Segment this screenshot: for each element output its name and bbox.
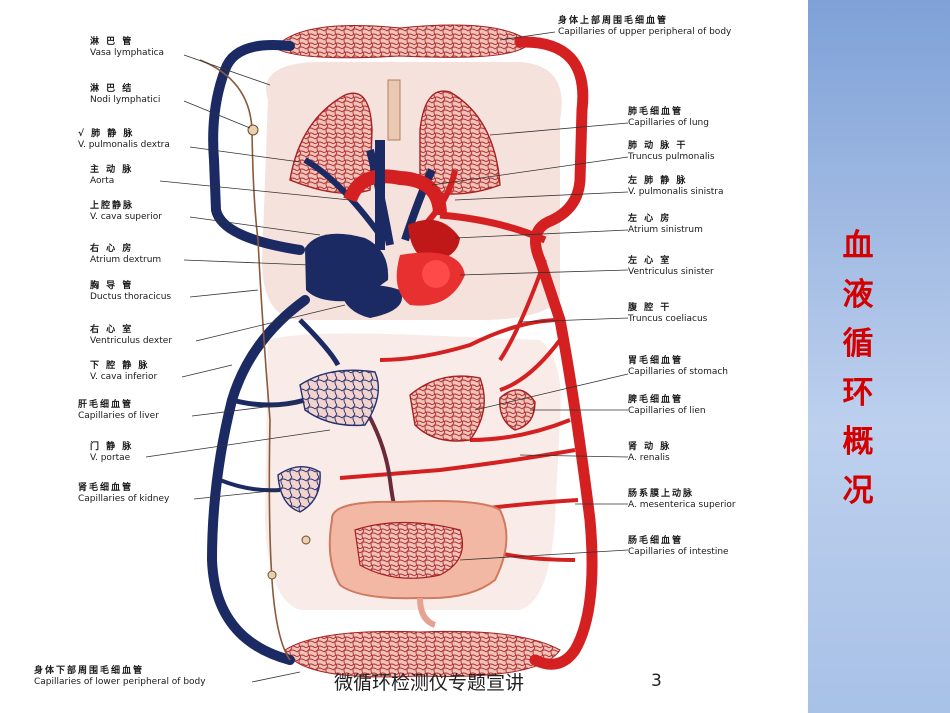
side-title-char: 环	[842, 375, 874, 411]
lymph-node	[247, 124, 259, 136]
trachea	[387, 79, 401, 141]
rectum	[417, 597, 437, 628]
side-title-char: 液	[842, 277, 874, 313]
intestine-capillaries	[354, 521, 464, 579]
heart-left-atrium	[408, 219, 460, 262]
abdominal-artery-network	[339, 259, 579, 562]
side-panel	[808, 0, 950, 713]
footer-text: 微循环检测仪专题宣讲	[334, 672, 525, 694]
lung-left-capillaries	[289, 92, 373, 194]
side-title-char: 血	[842, 228, 874, 264]
lymph-node	[267, 570, 277, 580]
descending-aorta	[439, 211, 547, 244]
lung-right-capillaries	[419, 90, 501, 195]
hepatic-vein	[231, 397, 306, 408]
lower-peripheral-capillaries	[284, 630, 561, 678]
side-title-char: 循	[842, 326, 874, 362]
aortic-arch	[343, 169, 447, 216]
label-leader-lines	[145, 31, 629, 683]
systemic-vein-loop	[206, 40, 310, 665]
stomach-capillaries	[409, 375, 485, 442]
circulation-diagram	[145, 24, 629, 683]
upper-peripheral-capillaries	[274, 24, 531, 59]
kidney-capillaries	[277, 466, 321, 513]
inferior-vena-cava-branch	[298, 318, 341, 367]
pulmonary-vein-right	[303, 157, 383, 237]
heart-right-ventricle	[340, 285, 402, 318]
spleen-capillaries	[499, 389, 536, 431]
systemic-artery-loop	[514, 36, 598, 670]
side-title-char: 况	[842, 473, 874, 509]
heart-chamber-highlight	[422, 260, 450, 288]
lymph-node	[301, 535, 311, 545]
liver-capillaries	[299, 369, 379, 427]
pulmonary-trunk	[401, 168, 436, 242]
side-title-char: 概	[842, 424, 874, 460]
heart-right-atrium	[305, 233, 389, 302]
page-number: 3	[651, 671, 662, 691]
side-title: 血 液 循 环 概 况	[818, 222, 898, 516]
